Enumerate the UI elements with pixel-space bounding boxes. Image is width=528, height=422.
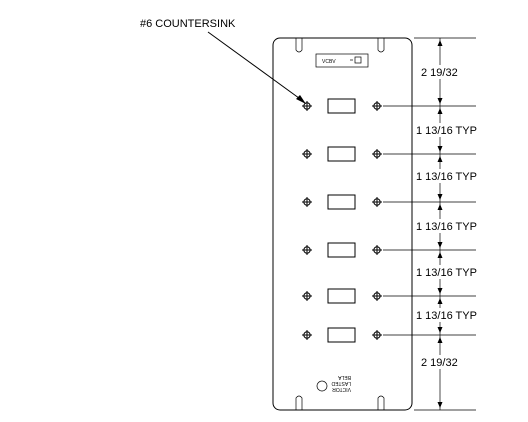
header-label-text: VCBV — [322, 59, 336, 65]
dimension-arrow-down-icon — [437, 288, 443, 294]
countersink-hole-right-icon — [372, 197, 382, 207]
bottom-left-mounting-slot — [295, 395, 303, 410]
dimension-arrow-up-icon — [437, 337, 443, 343]
panel-outline — [272, 37, 413, 411]
dimension-arrow-down-icon — [437, 146, 443, 152]
top-dimension-label: 2 19/32 — [421, 67, 458, 79]
dimension-arrow-up-icon — [437, 156, 443, 162]
switch-rows — [302, 98, 476, 343]
switch-cutout — [327, 242, 356, 258]
dimension-arrow-up-icon — [437, 252, 443, 258]
countersink-hole-right-icon — [372, 101, 382, 111]
top-right-mounting-slot — [377, 38, 385, 53]
spacing-dimension-label: 1 13/16 TYP — [416, 171, 477, 183]
logo-text-line-2: LASTED — [331, 380, 351, 386]
countersink-hole-left-icon — [302, 330, 312, 340]
countersink-hole-left-icon — [302, 197, 312, 207]
spacing-dimension-label: 1 13/16 TYP — [416, 267, 477, 279]
countersink-hole-left-icon — [302, 101, 312, 111]
countersink-leader-arrowhead — [296, 95, 306, 104]
switch-cutout — [327, 146, 356, 162]
header-label-plate — [315, 53, 369, 68]
countersink-hole-right-icon — [372, 291, 382, 301]
top-left-mounting-slot — [295, 38, 303, 53]
countersink-leader-line — [207, 31, 304, 102]
switch-cutout — [327, 327, 356, 343]
switch-cutout — [327, 98, 356, 114]
dimension-arrow-down-icon — [437, 402, 443, 408]
dimension-arrow-up-icon — [437, 204, 443, 210]
logo-circle-icon — [316, 380, 328, 392]
dimension-arrow-down-icon — [437, 194, 443, 200]
dimension-labels: 2 19/32 1 13/16 TYP 1 13/16 TYP 1 13/16 TYP… — [413, 40, 487, 408]
switch-cutout — [327, 288, 356, 304]
dimension-arrow-up-icon — [437, 298, 443, 304]
spacing-dimension-label: 1 13/16 TYP — [416, 125, 477, 137]
dimension-arrow-down-icon — [437, 327, 443, 333]
dimension-arrow-up-icon — [437, 40, 443, 46]
logo-text-line-1: VICTOR — [332, 386, 351, 392]
header-label-marker-icon — [354, 56, 362, 64]
logo-text-line-3: BELA — [338, 374, 351, 380]
dimension-arrow-down-icon — [437, 242, 443, 248]
bottom-right-mounting-slot — [377, 395, 385, 410]
spacing-dimension-label: 1 13/16 TYP — [416, 310, 477, 322]
countersink-hole-left-icon — [302, 245, 312, 255]
dimension-arrow-up-icon — [437, 108, 443, 114]
countersink-hole-right-icon — [372, 330, 382, 340]
countersink-hole-right-icon — [372, 149, 382, 159]
countersink-callout-label: #6 COUNTERSINK — [140, 18, 236, 30]
countersink-hole-right-icon — [372, 245, 382, 255]
bottom-dimension-label: 2 19/32 — [421, 357, 458, 369]
switch-cutout — [327, 194, 356, 210]
countersink-hole-left-icon — [302, 149, 312, 159]
spacing-dimension-label: 1 13/16 TYP — [416, 221, 477, 233]
dimension-arrow-down-icon — [437, 98, 443, 104]
countersink-hole-left-icon — [302, 291, 312, 301]
